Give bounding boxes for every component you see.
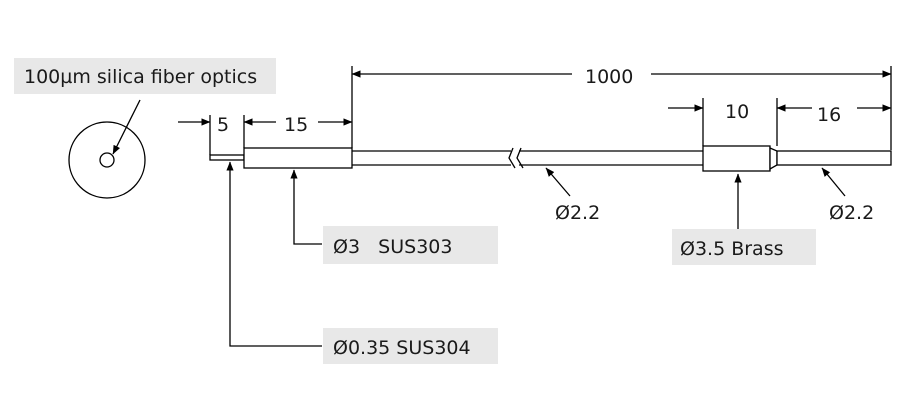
- probe-body: [209, 145, 892, 172]
- sus304-needle: [209, 154, 245, 161]
- extension-lines: [209, 66, 892, 155]
- diameter-leaders: Ø2.2 Ø2.2: [545, 167, 874, 224]
- brass-taper: [769, 147, 778, 171]
- fiber-leader-arrow: [112, 99, 141, 155]
- sus304-label: Ø0.35 SUS304: [333, 337, 471, 359]
- dimension-lines: 5 15 1000 10 16: [178, 66, 892, 136]
- cross-section-view: [68, 99, 146, 199]
- sus303-callout: Ø3 SUS303: [290, 169, 498, 264]
- brass-label: Ø3.5 Brass: [680, 238, 784, 260]
- callout-box: [672, 229, 816, 265]
- sus303-label: Ø3 SUS303: [333, 236, 452, 258]
- brass-sleeve: [702, 145, 771, 172]
- brass-callout: Ø3.5 Brass: [672, 173, 816, 265]
- dia-2-2-left-label: Ø2.2: [555, 202, 600, 224]
- callout-box: [14, 58, 276, 94]
- dim-10-label: 10: [725, 101, 749, 123]
- tube-middle-edges: [519, 150, 703, 166]
- break-mark-left: [508, 147, 516, 169]
- dim-15-label: 15: [284, 114, 308, 136]
- dim-16-label: 16: [817, 104, 841, 126]
- sus303-leader: [290, 169, 322, 245]
- dia-2-2-left-leader: [545, 167, 571, 197]
- sus304-callout: Ø0.35 SUS304: [226, 161, 498, 364]
- callout-box: [323, 226, 498, 264]
- dim-5-label: 5: [217, 114, 229, 136]
- fiber-core-circle: [99, 152, 115, 168]
- tube-end: [776, 150, 892, 166]
- callout-box: [323, 328, 498, 364]
- fiber-optics-label: 100µm silica fiber optics: [24, 66, 257, 88]
- dim-1000-label: 1000: [585, 66, 633, 88]
- dia-2-2-right-leader: [821, 167, 846, 197]
- fiber-optics-callout: 100µm silica fiber optics: [14, 58, 276, 94]
- sus303-sleeve: [243, 147, 353, 169]
- dia-2-2-right-label: Ø2.2: [829, 202, 874, 224]
- tube-left-edges: [352, 150, 511, 166]
- sus304-leader: [226, 161, 322, 347]
